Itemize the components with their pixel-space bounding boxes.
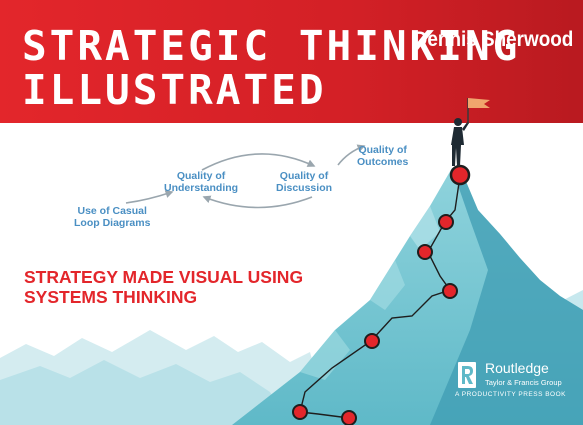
publisher-group: Taylor & Francis Group — [485, 378, 562, 387]
causal-loop-arrows — [125, 144, 366, 209]
book-subtitle: STRATEGY MADE VISUAL USING SYSTEMS THINK… — [24, 267, 304, 307]
diagram-node-discussion: Quality of Discussion — [276, 170, 333, 194]
route-marker — [292, 404, 308, 420]
author-name: Dennis Sherwood — [413, 28, 573, 51]
publisher-name: Routledge — [485, 360, 549, 376]
diagram-node-causal-loops: Use of Casual Loop Diagrams — [74, 205, 151, 229]
title-banner: STRATEGIC THINKING ILLUSTRATED Dennis Sh… — [0, 0, 583, 123]
diagram-node-outcomes: Quality of Outcomes — [357, 144, 409, 168]
route-marker — [341, 410, 357, 425]
book-title-line-1: STRATEGIC THINKING — [22, 22, 521, 70]
diagram-node-understanding: Quality of Understanding — [164, 170, 239, 194]
route-marker — [449, 164, 471, 186]
route-marker — [438, 214, 454, 230]
route-marker — [442, 283, 458, 299]
book-title-line-2: ILLUSTRATED — [22, 66, 327, 114]
flag-icon — [467, 98, 490, 124]
publisher-imprint: A PRODUCTIVITY PRESS BOOK — [455, 391, 566, 398]
main-mountain — [232, 168, 583, 425]
route-marker — [364, 333, 380, 349]
climber-icon — [451, 118, 469, 166]
route-marker — [417, 244, 433, 260]
routledge-logo-icon — [458, 362, 476, 388]
